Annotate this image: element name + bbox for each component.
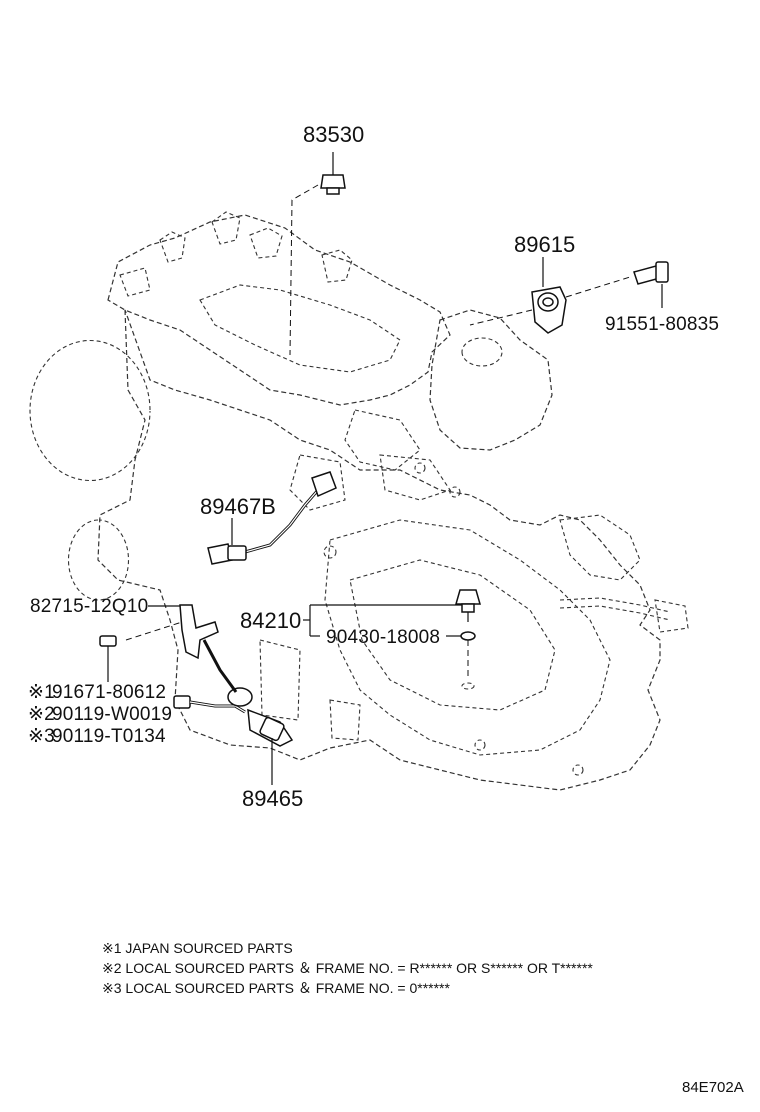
part-label-82715-12q10: 82715-12Q10 bbox=[30, 596, 148, 617]
part-label-91551-80835: 91551-80835 bbox=[605, 314, 719, 335]
footnotes: ※1 JAPAN SOURCED PARTS ※2 LOCAL SOURCED … bbox=[102, 940, 593, 996]
diagram-code: 84E702A bbox=[682, 1079, 744, 1096]
oxygen-sensor-89465 bbox=[173, 639, 294, 785]
air-fuel-sensor-89467b bbox=[207, 471, 337, 565]
bolt-91671-80612 bbox=[99, 635, 117, 682]
part-label-90119-t0134: 90119-T0134 bbox=[52, 726, 166, 747]
part-label-89615: 89615 bbox=[514, 232, 575, 257]
mark-1: ※1 bbox=[28, 682, 55, 703]
mark-3: ※3 bbox=[28, 726, 55, 747]
part-label-89467b: 89467B bbox=[200, 494, 276, 519]
part-label-91671-80612: 91671-80612 bbox=[52, 682, 166, 703]
part-label-84210: 84210 bbox=[240, 608, 301, 633]
bolt-91551-80835 bbox=[633, 261, 669, 308]
engine-assembly-outline bbox=[29, 211, 689, 791]
part-label-90430-18008: 90430-18008 bbox=[326, 627, 440, 648]
neutral-start-switch-84210 bbox=[303, 589, 481, 690]
note-1: ※1 JAPAN SOURCED PARTS bbox=[102, 940, 293, 956]
part-label-90119-w0019: 90119-W0019 bbox=[52, 704, 172, 725]
mark-2: ※2 bbox=[28, 704, 55, 725]
alternate-bolt-list: ※1 91671-80612 ※2 90119-W0019 ※3 90119-T… bbox=[28, 682, 172, 747]
note-3: ※3 LOCAL SOURCED PARTS ＆ FRAME NO. = 0**… bbox=[102, 980, 451, 996]
part-label-89465: 89465 bbox=[242, 786, 303, 811]
part-label-83530: 83530 bbox=[303, 122, 364, 147]
wire-clamp-82715-12q10 bbox=[125, 604, 219, 660]
knock-sensor-89615 bbox=[469, 257, 631, 334]
note-2: ※2 LOCAL SOURCED PARTS ＆ FRAME NO. = R**… bbox=[102, 960, 593, 976]
oil-pressure-switch-83530 bbox=[289, 152, 346, 356]
